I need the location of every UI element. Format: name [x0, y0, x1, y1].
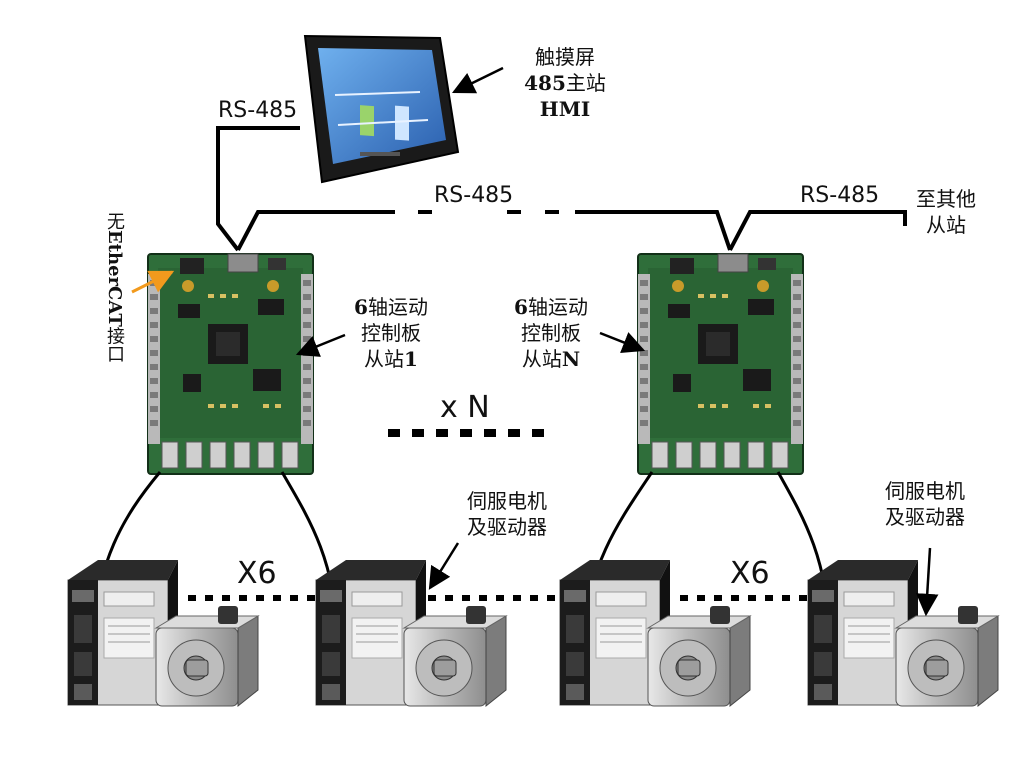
hmi-label-line3: HMI: [539, 97, 591, 121]
board1-slave: 从站: [364, 347, 405, 371]
to-other-line1: 至其他: [916, 187, 976, 211]
hmi-touchscreen-icon: [303, 34, 460, 184]
servo-drive-icon: [315, 559, 507, 707]
servos-multiplier-right: X6: [730, 556, 770, 591]
no-ethercat-label: 无EtherCAT接口: [94, 212, 125, 363]
rs485-label-middle: RS-485: [434, 183, 514, 208]
boards-multiplier: x N: [440, 390, 490, 425]
to-other-slaves-label: 至其他 从站: [900, 186, 992, 238]
rs485-label-right: RS-485: [800, 183, 880, 208]
servo-drive-icon: [67, 559, 259, 707]
hmi-label-line1: 触摸屏: [535, 45, 595, 69]
control-board-icon: [147, 253, 314, 475]
hmi-label-line2: 主站: [565, 71, 606, 95]
boardN-slave: 从站: [521, 347, 562, 371]
control-board-icon: [637, 253, 804, 475]
arrow-icon: [295, 66, 939, 617]
board1-axes-bold: 6: [354, 295, 368, 319]
servo-label-middle: 伺服电机 及驱动器: [452, 488, 562, 540]
to-other-line2: 从站: [926, 213, 966, 237]
rs485-label-left: RS-485: [218, 98, 298, 123]
boardN-axes-bold: 6: [514, 295, 528, 319]
board1-index: 1: [404, 347, 418, 371]
no-ethercat-suffix: 接口: [104, 326, 125, 363]
board1-axes: 轴运动: [367, 295, 428, 319]
servo-label-middle-line2: 及驱动器: [467, 515, 547, 539]
servo-drive-icon: [559, 559, 751, 707]
boardN-axes: 轴运动: [527, 295, 588, 319]
servo-label-right-line1: 伺服电机: [885, 479, 965, 503]
hmi-label: 触摸屏 485主站 HMI: [520, 44, 610, 122]
boardN-label: 6轴运动 控制板 从站N: [506, 294, 596, 372]
servo-label-right: 伺服电机 及驱动器: [870, 478, 980, 530]
board1-label: 6轴运动 控制板 从站1: [346, 294, 436, 372]
hmi-label-bold: 485: [524, 71, 566, 95]
servo-label-right-line2: 及驱动器: [885, 505, 965, 529]
board1-type: 控制板: [361, 321, 421, 345]
boardN-type: 控制板: [521, 321, 581, 345]
ethercat-arrow-icon: [131, 270, 175, 294]
no-ethercat-bold: EtherCAT: [104, 230, 125, 327]
servo-drive-icon: [807, 559, 999, 707]
rs485-connections: [216, 126, 907, 252]
servos-multiplier-left: X6: [237, 556, 277, 591]
boardN-index: N: [561, 347, 581, 371]
servo-label-middle-line1: 伺服电机: [467, 489, 547, 513]
no-ethercat-prefix: 无: [104, 212, 125, 230]
